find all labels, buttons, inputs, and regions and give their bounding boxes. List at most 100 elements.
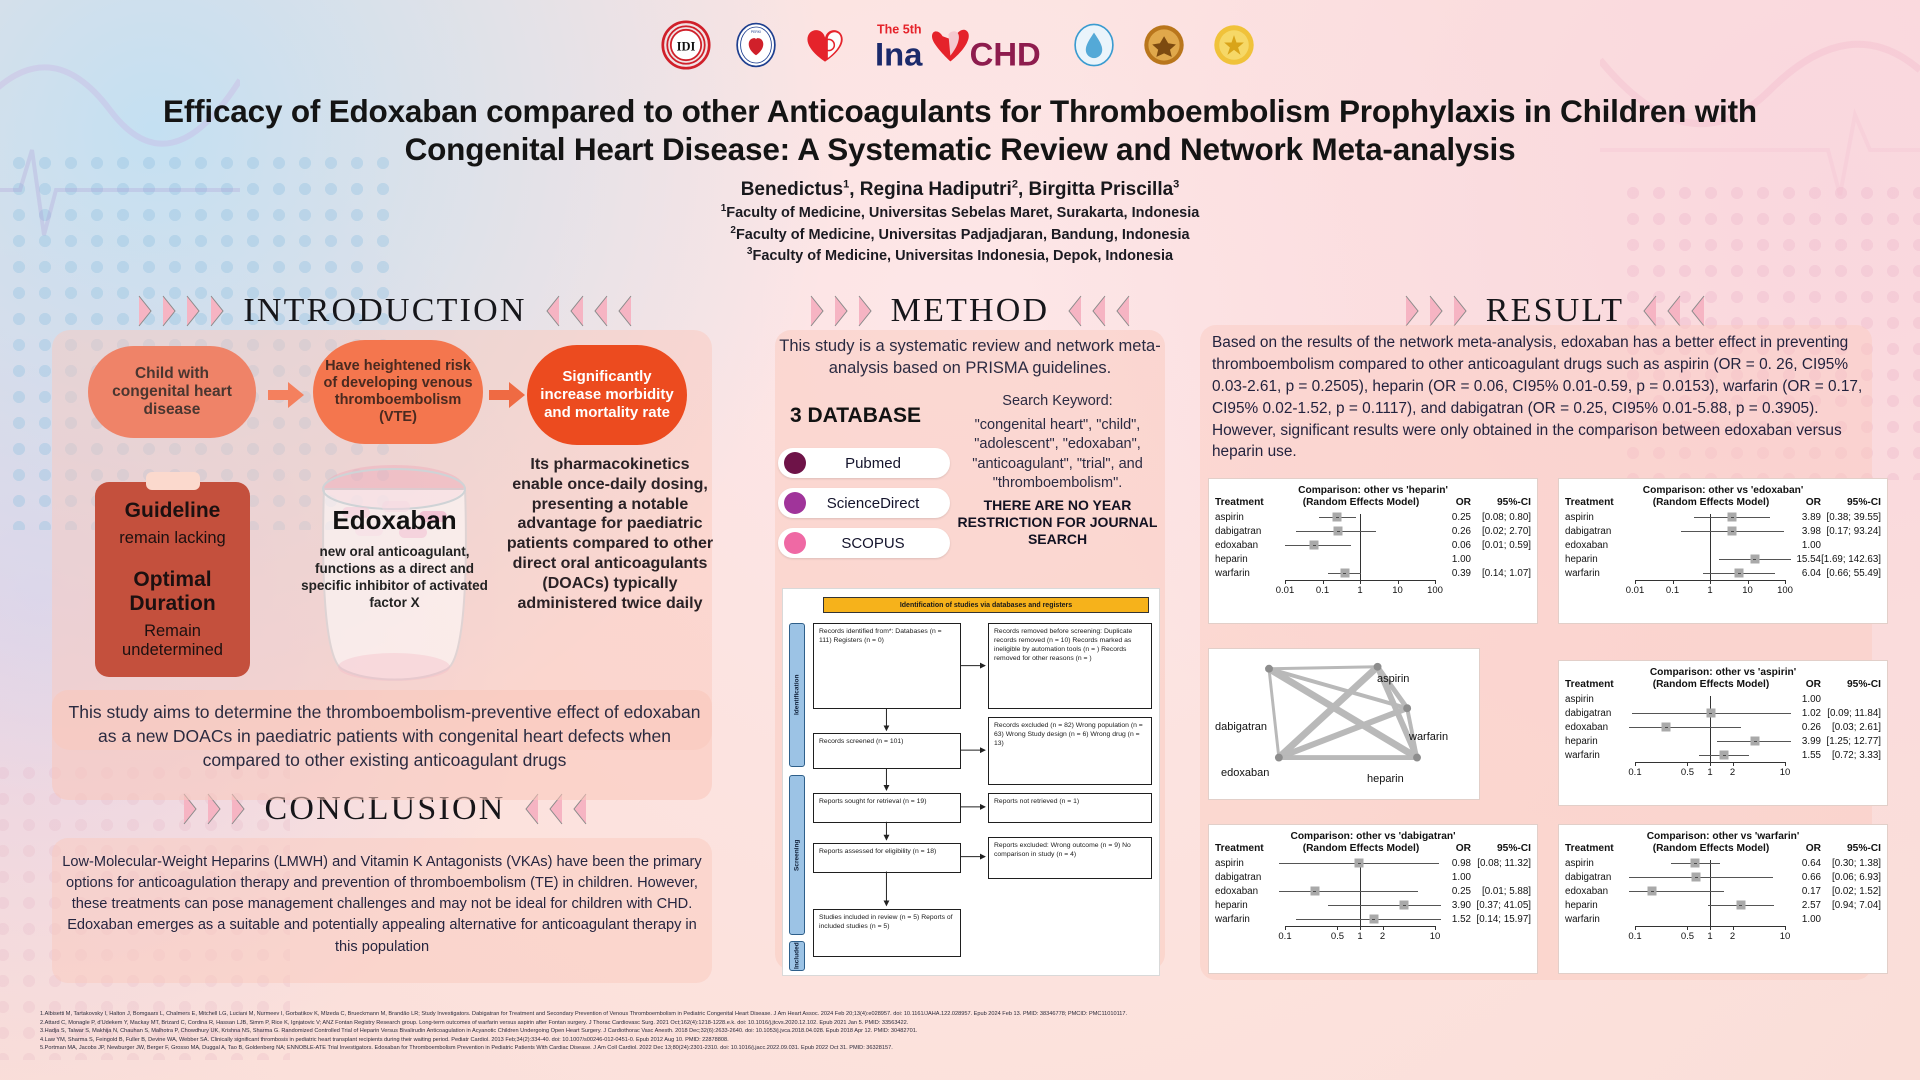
reference-item: 3.Hadja S, Talwar S, Makhija N, Chauhan …	[40, 1028, 918, 1034]
row-plot	[1279, 856, 1440, 870]
forest-plot-title: Comparison: other vs 'edoxaban'	[1642, 485, 1804, 496]
row-ci-value: [0.30; 1.38]	[1831, 857, 1881, 869]
row-plot	[1285, 510, 1437, 524]
axis-tick	[1322, 580, 1324, 584]
row-ci-value: [0.09; 11.84]	[1827, 707, 1881, 719]
effect-estimate-marker	[1736, 900, 1746, 910]
effect-estimate-marker	[1734, 568, 1744, 578]
network-node-label-warfarin: warfarin	[1409, 731, 1449, 743]
author-name: Birgitta Priscilla3	[1028, 178, 1180, 201]
row-plot	[1635, 692, 1787, 706]
row-treatment: aspirin	[1565, 857, 1594, 869]
forest-plot-aspirin: Comparison: other vs 'aspirin'Treatment(…	[1558, 660, 1888, 806]
prisma-box-screened: Records screened (n = 101)	[813, 733, 961, 769]
row-plot	[1285, 524, 1437, 538]
svg-text:IDI: IDI	[677, 39, 696, 53]
row-treatment: warfarin	[1215, 913, 1250, 925]
affiliation-item: 1Faculty of Medicine, Universitas Sebela…	[720, 203, 1200, 221]
effect-estimate-marker	[1750, 554, 1760, 564]
row-plot	[1285, 552, 1437, 566]
prisma-box-included: Studies included in review (n = 5) Repor…	[813, 909, 961, 957]
forest-plot-title: Comparison: other vs 'heparin'	[1298, 485, 1448, 496]
axis-tick	[1435, 926, 1436, 930]
forest-plot-title: Comparison: other vs 'warfarin'	[1646, 831, 1800, 842]
axis-tick	[1435, 580, 1436, 584]
arrow-right-icon	[489, 382, 525, 408]
axis-tick-label: 0.1	[1628, 931, 1642, 942]
axis-tick-label: 1	[1357, 585, 1363, 596]
axis-tick	[1785, 926, 1786, 930]
row-treatment: warfarin	[1565, 749, 1600, 761]
row-plot	[1629, 870, 1787, 884]
prisma-box-removed-before: Records removed before screening: Duplic…	[988, 623, 1152, 709]
col-ci: 95%-CI	[1497, 843, 1531, 854]
row-or-value: 1.00	[1451, 553, 1471, 565]
svg-text:Ina: Ina	[875, 35, 923, 72]
chevron-right-icon-group	[809, 294, 879, 328]
effect-estimate-marker	[1706, 708, 1716, 718]
network-node-label-dabigatran: dabigatran	[1215, 721, 1267, 733]
row-plot	[1635, 510, 1787, 524]
effect-estimate-marker	[1310, 886, 1320, 896]
reference-item: 1.Albisetti M, Tartakovsky I, Halton J, …	[40, 1011, 1128, 1017]
effect-estimate-marker	[1354, 858, 1364, 868]
col-model: (Random Effects Model)	[1652, 843, 1770, 854]
svg-text:CHD: CHD	[970, 35, 1041, 72]
row-treatment: dabigatran	[1565, 707, 1612, 719]
reference-item: 4.Law YM, Sharma S, Feingold B, Fuller B…	[40, 1036, 729, 1043]
row-plot	[1279, 884, 1437, 898]
row-or-value: 3.99	[1801, 735, 1821, 747]
prisma-stage-screening: Screening	[789, 775, 805, 935]
prisma-box-not-retrieved: Reports not retrieved (n = 1)	[988, 793, 1152, 823]
database-item-scopus: SCOPUS	[778, 528, 950, 558]
logo-bar: IDI PERKI The 5th Ina	[0, 12, 1920, 78]
prisma-box-reports-excluded: Reports excluded: Wrong outcome (n = 9) …	[988, 837, 1152, 879]
row-ci-value: [0.01; 0.59]	[1481, 539, 1531, 551]
row-plot	[1635, 748, 1787, 762]
axis-tick	[1732, 926, 1734, 930]
network-graph-svg	[1265, 662, 1421, 762]
axis-tick	[1360, 926, 1361, 930]
row-ci-value: [0.72; 3.33]	[1831, 749, 1881, 761]
row-treatment: heparin	[1565, 735, 1598, 747]
result-summary-text: Based on the results of the network meta…	[1212, 334, 1863, 461]
prisma-box-identified: Records identified from*: Databases (n =…	[813, 623, 961, 709]
database-label: Pubmed	[845, 454, 901, 472]
prisma-stage-identification: Identification	[789, 623, 805, 767]
axis-tick-label: 2	[1729, 767, 1736, 778]
row-treatment: dabigatran	[1215, 871, 1262, 883]
database-label: SCOPUS	[841, 534, 905, 552]
col-ci: 95%-CI	[1847, 497, 1881, 508]
section-title-result: RESULT	[1485, 292, 1625, 329]
effect-estimate-marker	[1332, 512, 1342, 522]
axis-tick-label: 0.5	[1680, 767, 1695, 778]
row-plot	[1635, 524, 1787, 538]
row-or-value: 0.39	[1451, 567, 1471, 579]
author-name: Regina Hadiputri2,	[859, 178, 1029, 201]
row-or-value: 15.54	[1796, 553, 1821, 565]
idi-logo: IDI	[658, 17, 714, 73]
title-block: Efficacy of Edoxaban compared to other A…	[0, 92, 1920, 265]
section-title-introduction: INTRODUCTION	[243, 292, 527, 329]
null-effect-line	[1710, 514, 1711, 584]
effect-estimate-marker	[1340, 568, 1350, 578]
col-or: OR	[1455, 843, 1471, 854]
heart-logo	[798, 17, 854, 73]
author-name: Benedictus1,	[740, 178, 860, 201]
col-treatment: Treatment	[1215, 497, 1264, 508]
axis-tick-label: 0.1	[1628, 767, 1642, 778]
forest-plot-dabigatran: Comparison: other vs 'dabigatran'Treatme…	[1208, 824, 1538, 974]
network-graph: dabigatran aspirin warfarin heparin edox…	[1208, 648, 1480, 800]
col-or: OR	[1805, 679, 1821, 690]
axis-tick-label: 100	[1777, 585, 1793, 596]
